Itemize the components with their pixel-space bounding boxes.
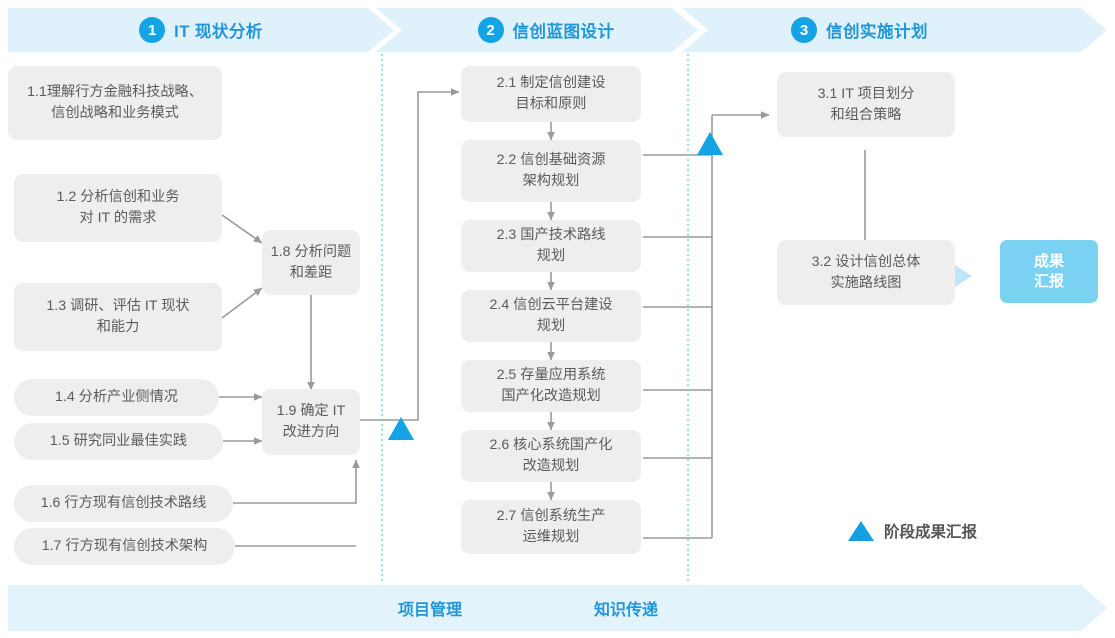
milestone-triangle-stage2 bbox=[697, 132, 723, 155]
phase-band-1 bbox=[8, 8, 394, 52]
task-box-2-7[interactable]: 2.7 信创系统生产 运维规划 bbox=[461, 500, 641, 554]
task-box-2-3[interactable]: 2.3 国产技术路线 规划 bbox=[461, 220, 641, 272]
task-box-1-2[interactable]: 1.2 分析信创和业务 对 IT 的需求 bbox=[14, 174, 222, 242]
task-box-1-7[interactable]: 1.7 行方现有信创技术架构 bbox=[14, 528, 235, 565]
phase-title-3: 信创实施计划 bbox=[826, 23, 928, 41]
task-box-2-1[interactable]: 2.1 制定信创建设 目标和原则 bbox=[461, 66, 641, 122]
footer-bar: 项目管理 知识传递 bbox=[8, 585, 1107, 631]
task-box-2-4[interactable]: 2.4 信创云平台建设 规划 bbox=[461, 290, 641, 342]
result-badge[interactable]: 成果 汇报 bbox=[1000, 240, 1098, 303]
phase-band-3 bbox=[682, 8, 1107, 52]
task-box-1-1[interactable]: 1.1理解行方金融科技战略、 信创战略和业务模式 bbox=[8, 66, 222, 140]
phase-banner-1[interactable]: 1 IT 现状分析 bbox=[8, 8, 394, 52]
task-box-1-4[interactable]: 1.4 分析产业侧情况 bbox=[14, 379, 219, 416]
footer-band bbox=[8, 585, 1107, 631]
task-box-2-5[interactable]: 2.5 存量应用系统 国产化改造规划 bbox=[461, 360, 641, 412]
phase-number-1: 1 bbox=[139, 17, 166, 43]
phase-title-2: 信创蓝图设计 bbox=[512, 23, 615, 41]
task-box-1-8[interactable]: 1.8 分析问题 和差距 bbox=[262, 230, 360, 295]
task-box-2-2[interactable]: 2.2 信创基础资源 架构规划 bbox=[461, 140, 641, 202]
footer-item-project-management[interactable]: 项目管理 bbox=[398, 602, 463, 619]
task-box-3-1[interactable]: 3.1 IT 项目划分 和组合策略 bbox=[777, 72, 955, 137]
task-box-1-9[interactable]: 1.9 确定 IT 改进方向 bbox=[262, 389, 360, 455]
task-box-3-2[interactable]: 3.2 设计信创总体 实施路线图 bbox=[777, 240, 955, 305]
task-box-1-3[interactable]: 1.3 调研、评估 IT 现状 和能力 bbox=[14, 283, 222, 351]
phase-number-2: 2 bbox=[477, 17, 504, 43]
legend: 阶段成果汇报 bbox=[848, 520, 977, 542]
phase-banner-3[interactable]: 3 信创实施计划 bbox=[682, 8, 1107, 52]
triangle-marker-icon bbox=[848, 521, 874, 541]
task-box-2-6[interactable]: 2.6 核心系统国产化 改造规划 bbox=[461, 430, 641, 482]
footer-item-knowledge-transfer[interactable]: 知识传递 bbox=[594, 602, 659, 619]
milestone-triangle-stage1 bbox=[388, 417, 414, 440]
phase-banner-2[interactable]: 2 信创蓝图设计 bbox=[376, 8, 698, 52]
legend-label: 阶段成果汇报 bbox=[884, 524, 978, 541]
phase-number-3: 3 bbox=[791, 17, 817, 43]
task-box-1-6[interactable]: 1.6 行方现有信创技术路线 bbox=[14, 485, 233, 522]
phase-title-1: IT 现状分析 bbox=[174, 23, 263, 41]
task-box-1-5[interactable]: 1.5 研究同业最佳实践 bbox=[14, 423, 223, 460]
phase-band-2 bbox=[376, 8, 698, 52]
